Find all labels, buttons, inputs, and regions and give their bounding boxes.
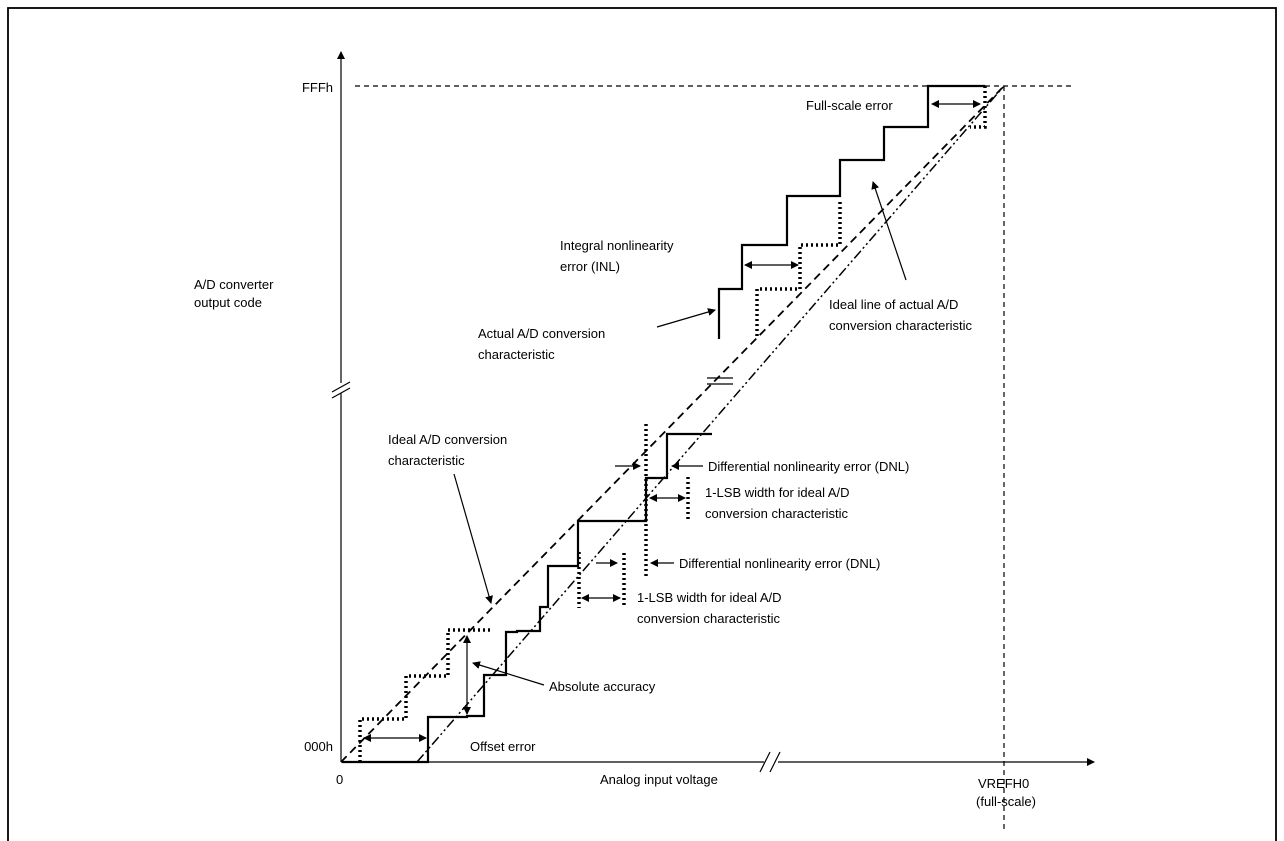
x-axis-break (759, 751, 781, 773)
inl-label-2: error (INL) (560, 259, 620, 274)
lsb-lower-label-2: conversion characteristic (637, 611, 781, 626)
x-origin-label: 0 (336, 772, 343, 787)
y-top-tick: FFFh (302, 80, 333, 95)
inl-label-1: Integral nonlinearity (560, 238, 674, 253)
y-axis-label-1: A/D converter (194, 277, 274, 292)
ideal-actual-label-2: conversion characteristic (829, 318, 973, 333)
ideal-staircase-top (970, 86, 987, 129)
x-end-label-1: VREFH0 (978, 776, 1029, 791)
x-end-label-2: (full-scale) (976, 794, 1036, 809)
y-axis-break (331, 381, 351, 399)
absolute-accuracy-label: Absolute accuracy (549, 679, 656, 694)
ideal-label-2: characteristic (388, 453, 465, 468)
x-axis-label: Analog input voltage (600, 772, 718, 787)
y-axis-label-2: output code (194, 295, 262, 310)
actual-leader (656, 308, 716, 328)
lsb-upper-label-2: conversion characteristic (705, 506, 849, 521)
ideal-label-1: Ideal A/D conversion (388, 432, 507, 447)
ideal-actual-label-1: Ideal line of actual A/D (829, 297, 958, 312)
lsb-upper-label-1: 1-LSB width for ideal A/D (705, 485, 850, 500)
absolute-accuracy-leader (472, 661, 545, 686)
actual-label-2: characteristic (478, 347, 555, 362)
actual-label-1: Actual A/D conversion (478, 326, 605, 341)
ideal-leader (453, 473, 493, 604)
dnl-lower-label: Differential nonlinearity error (DNL) (679, 556, 880, 571)
actual-staircase-upper (717, 84, 985, 339)
y-bottom-tick: 000h (304, 739, 333, 754)
dnl-upper-label: Differential nonlinearity error (DNL) (708, 459, 909, 474)
ideal-actual-leader (871, 181, 907, 281)
characteristic-break (707, 377, 733, 385)
offset-error-label: Offset error (470, 739, 536, 754)
full-scale-error-label: Full-scale error (806, 98, 893, 113)
ideal-staircase-lower (358, 628, 490, 762)
lsb-lower-label-1: 1-LSB width for ideal A/D (637, 590, 782, 605)
ideal-staircase-upper (755, 200, 842, 336)
frame-border (7, 7, 1277, 841)
ideal-characteristic-line (340, 85, 1005, 763)
